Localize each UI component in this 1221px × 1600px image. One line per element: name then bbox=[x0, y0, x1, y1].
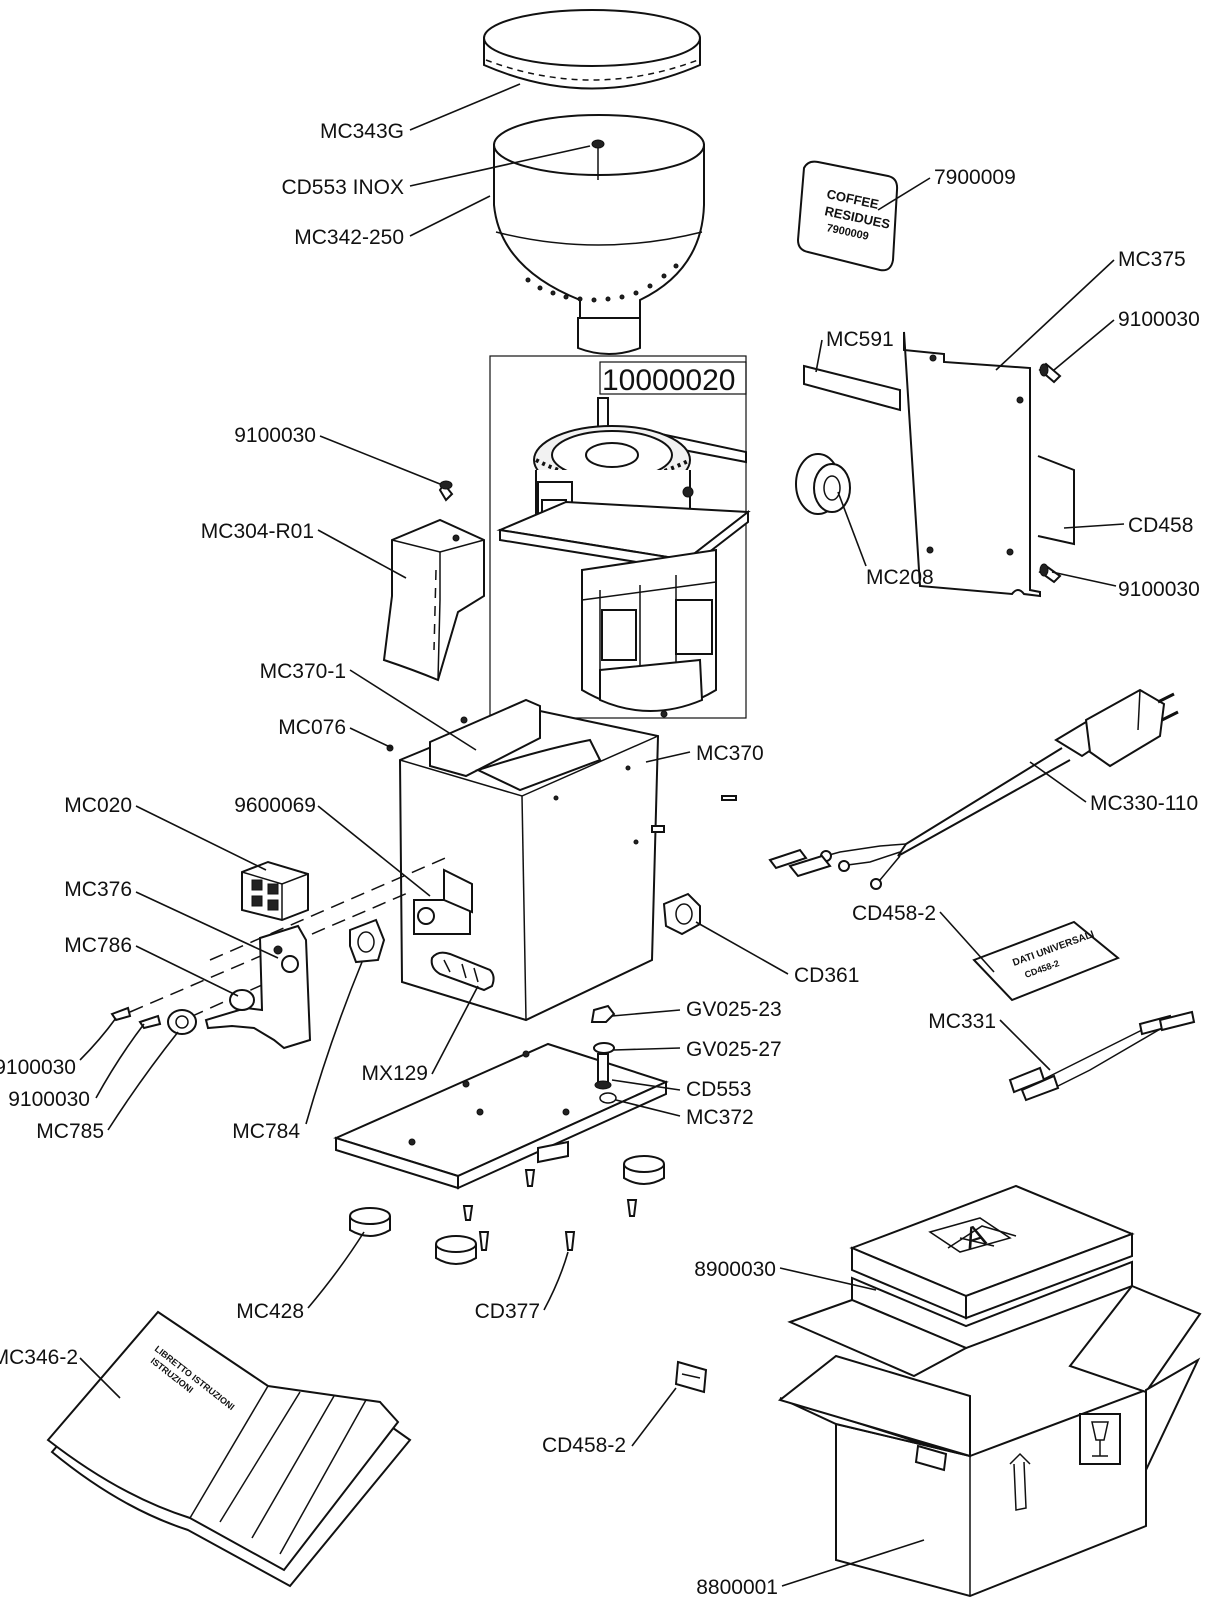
shipping-box-8800001 bbox=[777, 1284, 1202, 1598]
label-mx129: MX129 bbox=[361, 1062, 428, 1085]
strain-relief-cd361 bbox=[662, 892, 701, 936]
box-letter: A bbox=[0, 0, 1, 1]
label-mc020: MC020 bbox=[64, 794, 132, 817]
label-9100030-bl2: 9100030 bbox=[8, 1088, 90, 1111]
label-cd458: CD458 bbox=[1128, 514, 1193, 537]
label-mc208: MC208 bbox=[866, 566, 934, 589]
label-mc375: MC375 bbox=[1118, 248, 1186, 271]
label-9100030-top-right: 9100030 bbox=[1118, 308, 1200, 331]
booklet-mc346-2: LIBRETTO ISTRUZIONI ISTRUZIONI bbox=[46, 1310, 412, 1588]
label-8900030: 8900030 bbox=[694, 1258, 776, 1281]
label-9100030-bl1: 9100030 bbox=[0, 1056, 76, 1079]
grinder-assembly-box bbox=[489, 355, 747, 719]
label-mc591: MC591 bbox=[826, 328, 894, 351]
label-mc331: MC331 bbox=[928, 1010, 996, 1033]
label-cd377: CD377 bbox=[475, 1300, 540, 1323]
base-screws-cd377 bbox=[462, 1169, 638, 1251]
callout-labels: MC343G CD553 INOX MC342-250 7900009 MC37… bbox=[0, 120, 1200, 1599]
label-cd458-2-top: CD458-2 bbox=[852, 902, 936, 925]
label-10000020: 10000020 bbox=[602, 364, 735, 397]
label-mc376: MC376 bbox=[64, 878, 132, 901]
rear-panel bbox=[903, 331, 1075, 598]
nut-gv025-23 bbox=[590, 1004, 616, 1023]
small-label-cd458-2 bbox=[674, 1360, 708, 1394]
knob-mc208 bbox=[795, 453, 851, 515]
grinder-assembly bbox=[496, 397, 751, 718]
body-screws bbox=[651, 795, 737, 833]
foot-mc428-1 bbox=[349, 1207, 391, 1237]
label-mc370-1: MC370-1 bbox=[260, 660, 346, 683]
screw-9100030-bl1 bbox=[110, 1006, 132, 1022]
label-mc428: MC428 bbox=[236, 1300, 304, 1323]
label-mc370: MC370 bbox=[696, 742, 764, 765]
main-body bbox=[386, 698, 660, 1022]
leader-lines bbox=[79, 83, 1125, 1587]
label-mc372: MC372 bbox=[686, 1106, 754, 1129]
mc591-strip bbox=[803, 364, 901, 412]
label-mc346-2: MC346-2 bbox=[0, 1346, 78, 1369]
label-7900009: 7900009 bbox=[934, 166, 1016, 189]
label-mc784: MC784 bbox=[232, 1120, 300, 1143]
label-mc785: MC785 bbox=[36, 1120, 104, 1143]
screw-9100030-left bbox=[438, 480, 454, 502]
label-8800001: 8800001 bbox=[696, 1576, 778, 1599]
nut-mc784 bbox=[349, 918, 386, 964]
base-plate bbox=[333, 1042, 669, 1190]
label-cd458-2-bottom: CD458-2 bbox=[542, 1434, 626, 1457]
label-mc343g: MC343G bbox=[320, 120, 404, 143]
foot-mc428-3 bbox=[623, 1155, 665, 1185]
label-mc304-r01: MC304-R01 bbox=[201, 520, 314, 543]
hopper-screw bbox=[591, 139, 605, 180]
wire-mc331 bbox=[1008, 1010, 1196, 1102]
label-mc330-110: MC330-110 bbox=[1090, 792, 1198, 815]
switch-mc020 bbox=[241, 860, 309, 922]
screw-cd553 bbox=[594, 1053, 612, 1090]
label-mc786: MC786 bbox=[64, 934, 132, 957]
hopper-dose-dots bbox=[525, 263, 679, 303]
foot-mc428-2 bbox=[435, 1235, 477, 1265]
label-mc342-250: MC342-250 bbox=[294, 226, 404, 249]
label-9100030-right: 9100030 bbox=[1118, 578, 1200, 601]
bracket-mc376 bbox=[204, 924, 312, 1050]
label-cd361: CD361 bbox=[794, 964, 859, 987]
label-cd553: CD553 bbox=[686, 1078, 751, 1101]
coffee-residues-sticker: COFFEE RESIDUES 7900009 bbox=[796, 160, 899, 272]
cover-mc304 bbox=[382, 518, 485, 682]
washer-gv025-27 bbox=[593, 1042, 615, 1054]
label-gv025-27: GV025-27 bbox=[686, 1038, 782, 1061]
dati-card-top: DATI UNIVERSALI CD458-2 bbox=[972, 920, 1120, 1002]
grommet-mc785 bbox=[167, 1009, 197, 1035]
label-mc076: MC076 bbox=[278, 716, 346, 739]
hopper bbox=[493, 114, 705, 355]
label-cd553-inox: CD553 INOX bbox=[281, 176, 404, 199]
label-9600069: 9600069 bbox=[234, 794, 316, 817]
label-9100030-left: 9100030 bbox=[234, 424, 316, 447]
hopper-lid bbox=[483, 9, 701, 90]
screw-9100030-top-right bbox=[1038, 362, 1062, 384]
power-cord bbox=[768, 688, 1179, 890]
label-gv025-23: GV025-23 bbox=[686, 998, 782, 1021]
box-insert-8900030: A bbox=[0, 0, 1135, 1350]
